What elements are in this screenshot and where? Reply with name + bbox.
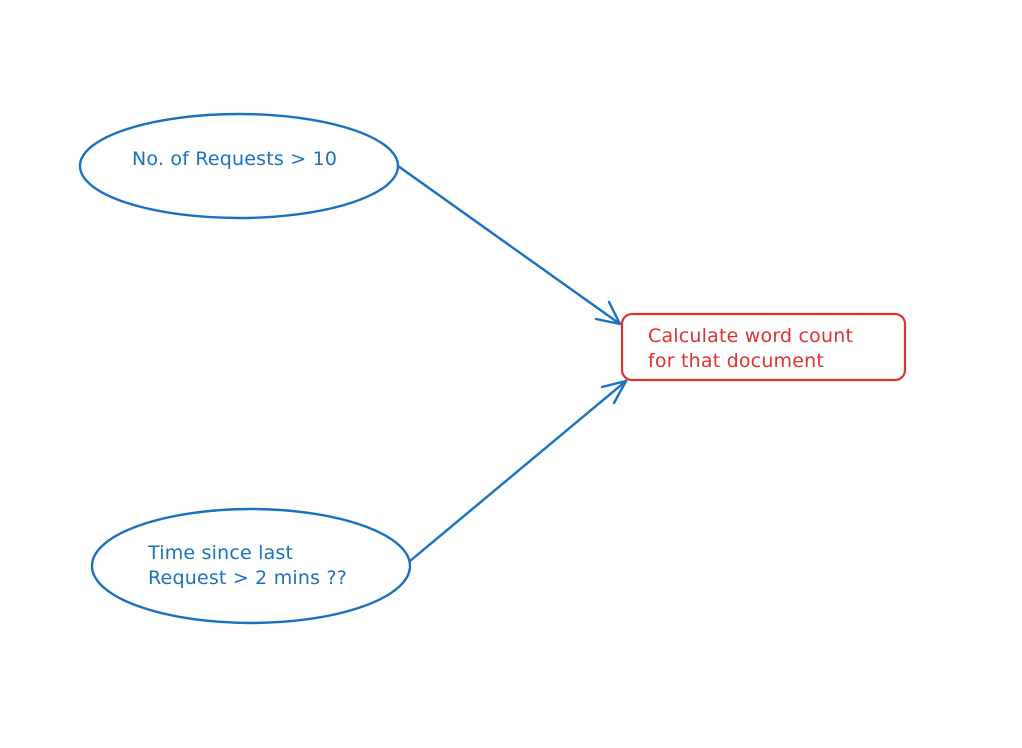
action-label: Calculate word count for that document (648, 324, 853, 374)
arrowhead-time-to-action (600, 379, 628, 405)
action-line-1: Calculate word count (648, 325, 854, 347)
time-condition-ellipse[interactable] (90, 507, 412, 625)
requests-condition-line-1: No. of Requests > 10 (132, 148, 338, 170)
time-condition-label: Time since last Request > 2 mins ?? (148, 541, 347, 591)
arrowhead-requests-to-action (594, 300, 622, 326)
requests-condition-label: No. of Requests > 10 (132, 147, 337, 172)
time-condition-line-2: Request > 2 mins ?? (148, 567, 348, 589)
action-line-2: for that document (648, 350, 825, 372)
arrow-time-to-action[interactable] (408, 379, 628, 563)
time-condition-line-1: Time since last (148, 542, 294, 564)
arrow-requests-to-action[interactable] (396, 164, 622, 326)
action-box[interactable] (620, 312, 907, 382)
